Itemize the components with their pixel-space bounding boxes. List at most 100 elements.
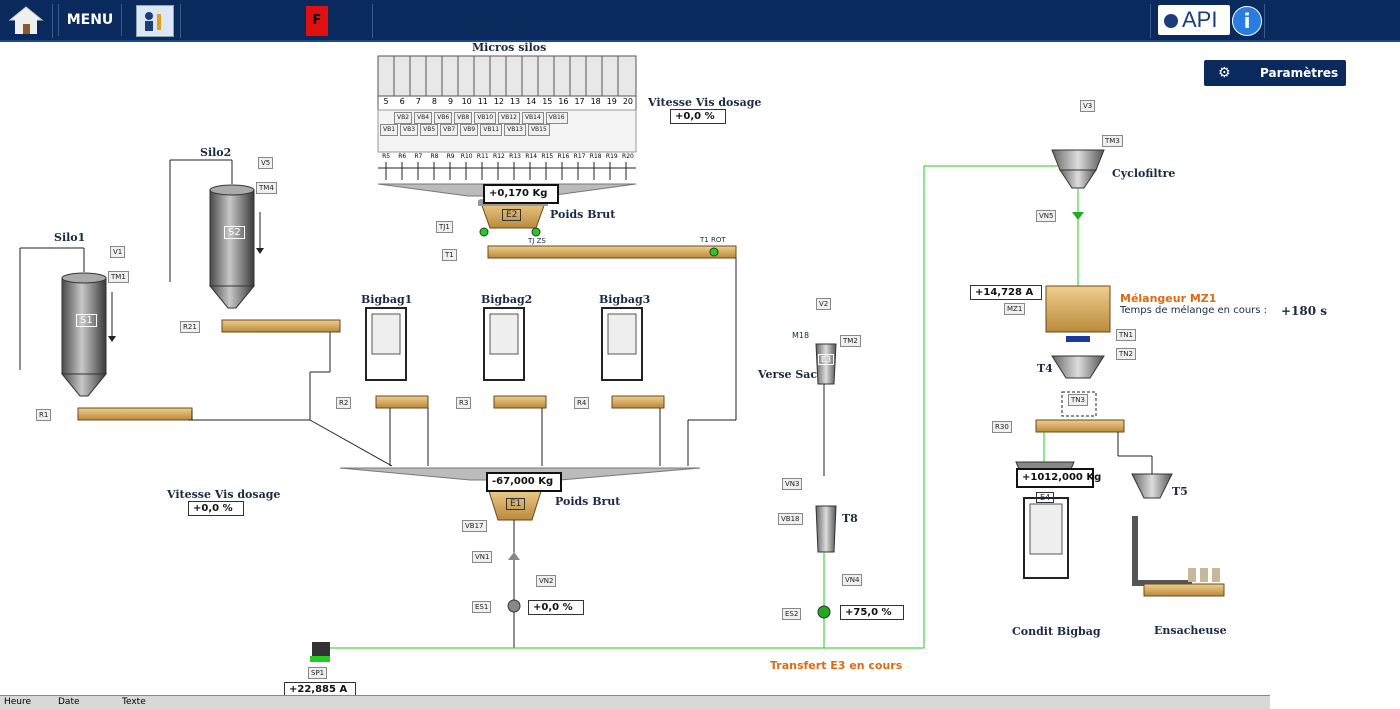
silo-number: 14	[526, 97, 537, 106]
v2-tag[interactable]: V2	[816, 298, 832, 310]
r-label: R15	[541, 153, 554, 160]
r-label: R19	[605, 153, 618, 160]
vn4-tag[interactable]: VN4	[842, 574, 863, 586]
parameters-button[interactable]: ⚙ Paramètres	[1204, 60, 1346, 86]
vb3-tag[interactable]: VB3	[400, 124, 419, 136]
tm3-tag[interactable]: TM3	[1102, 135, 1123, 147]
speed-top-value[interactable]: +0,0 %	[670, 109, 726, 124]
silo-number: 19	[606, 97, 617, 106]
micro-silo-r-row: R5 R6 R7 R8 R9 R10 R11 R12 R13 R14 R15 R…	[378, 153, 636, 160]
silo-number: 18	[590, 97, 601, 106]
r-label: R7	[414, 153, 423, 160]
silo-number: 8	[431, 97, 437, 106]
speed-bottom-label: Vitesse Vis dosage	[167, 488, 281, 501]
silo-number: 12	[493, 97, 505, 106]
vb1-tag[interactable]: VB1	[380, 124, 399, 136]
gears-icon: ⚙	[1218, 65, 1231, 81]
e2-weight-display: +0,170 Kg	[483, 184, 559, 204]
r4-tag[interactable]: R4	[574, 397, 590, 409]
vb10-tag[interactable]: VB10	[474, 112, 497, 124]
vb14-tag[interactable]: VB14	[521, 112, 544, 124]
r-label: R11	[476, 153, 489, 160]
micro-silo-numbers: 5 6 7 8 9 10 11 12 13 14 15 16 17 18 19 …	[378, 97, 636, 109]
vn5-tag[interactable]: VN5	[1036, 210, 1057, 222]
r30-tag[interactable]: R30	[992, 421, 1012, 433]
e1-weight-display: -67,000 Kg	[486, 472, 562, 492]
mz1-tag[interactable]: MZ1	[1004, 303, 1026, 315]
fault-alarm-button[interactable]: F	[306, 6, 328, 36]
vb15-tag[interactable]: VB15	[527, 124, 550, 136]
vn2-tag[interactable]: VN2	[536, 575, 557, 587]
e2-hopper-group	[478, 199, 737, 466]
home-button[interactable]	[6, 4, 46, 36]
r1-tag[interactable]: R1	[36, 409, 52, 421]
t1-tag[interactable]: T1	[442, 249, 457, 261]
e2-poids-brut-label: Poids Brut	[550, 208, 616, 221]
vb2-tag[interactable]: VB2	[394, 112, 413, 124]
m18-label: M18	[792, 331, 810, 340]
top-navigation-bar: MENU F API i	[0, 0, 1400, 42]
r21-tag[interactable]: R21	[180, 321, 200, 333]
silo-number: 11	[477, 97, 488, 106]
vb6-tag[interactable]: VB6	[434, 112, 453, 124]
silo-number: 16	[558, 97, 569, 106]
silo-number: 7	[415, 97, 421, 106]
silo-number: 20	[622, 97, 634, 106]
tm2-tag[interactable]: TM2	[840, 335, 861, 347]
vb18-tag[interactable]: VB18	[778, 513, 803, 525]
mixer-current: +14,728 A	[970, 285, 1042, 300]
transfer-line	[310, 165, 1060, 662]
info-button[interactable]: i	[1232, 6, 1262, 36]
r-label: R12	[493, 153, 505, 160]
v1-tag[interactable]: V1	[110, 246, 126, 258]
speed-bottom-value[interactable]: +0,0 %	[188, 501, 244, 516]
cyclofiltre-title: Cyclofiltre	[1112, 167, 1176, 180]
silo1-group	[19, 247, 393, 467]
ensacheuse-title: Ensacheuse	[1154, 624, 1227, 637]
silo-number: 9	[448, 97, 454, 106]
r-label: R9	[446, 153, 455, 160]
v3-tag[interactable]: V3	[1080, 100, 1096, 112]
es1-value[interactable]: +0,0 %	[528, 600, 584, 615]
vn1-tag[interactable]: VN1	[472, 551, 493, 563]
vn3-tag[interactable]: VN3	[782, 478, 803, 490]
silo-number: 17	[574, 97, 585, 106]
r-label: R5	[382, 153, 391, 160]
operator-info-button[interactable]	[136, 5, 174, 37]
tm1-tag[interactable]: TM1	[108, 271, 129, 283]
bigbag1-title: Bigbag1	[361, 293, 413, 306]
vb8-tag[interactable]: VB8	[454, 112, 473, 124]
micro-silo-vb-bottom-row: VB1 VB3 VB5 VB7 VB9 VB11 VB13 VB15	[380, 124, 630, 136]
statusbar-date: Date	[58, 697, 80, 707]
menu-button[interactable]: MENU	[58, 4, 122, 36]
sp1-tag[interactable]: SP1	[308, 667, 328, 679]
vb11-tag[interactable]: VB11	[480, 124, 503, 136]
es2-tag[interactable]: ES2	[782, 608, 802, 620]
vb7-tag[interactable]: VB7	[440, 124, 459, 136]
vb17-tag[interactable]: VB17	[462, 520, 487, 532]
alarm-status-bar[interactable]: Heure Date Texte	[0, 695, 1270, 709]
r3-tag[interactable]: R3	[456, 397, 472, 409]
silo-number: 15	[542, 97, 553, 106]
v5-tag[interactable]: V5	[258, 157, 274, 169]
tn3-tag[interactable]: TN3	[1068, 394, 1088, 406]
es1-tag[interactable]: ES1	[472, 601, 492, 613]
vb16-tag[interactable]: VB16	[545, 112, 568, 124]
api-logo: API	[1158, 5, 1230, 35]
r-label: R14	[525, 153, 538, 160]
r2-tag[interactable]: R2	[336, 397, 352, 409]
parameters-label: Paramètres	[1260, 66, 1339, 80]
vb12-tag[interactable]: VB12	[498, 112, 520, 124]
vb13-tag[interactable]: VB13	[504, 124, 526, 136]
verse-sac-title: Verse Sac	[758, 368, 818, 381]
verse-sac-group	[815, 343, 837, 648]
tn1-tag[interactable]: TN1	[1116, 329, 1136, 341]
tj1-tag[interactable]: TJ1	[436, 221, 453, 233]
tm4-tag[interactable]: TM4	[256, 182, 277, 194]
tn2-tag[interactable]: TN2	[1116, 348, 1136, 360]
vb5-tag[interactable]: VB5	[420, 124, 439, 136]
t5-label: T5	[1172, 485, 1188, 498]
es2-value[interactable]: +75,0 %	[840, 605, 904, 620]
vb9-tag[interactable]: VB9	[460, 124, 479, 136]
vb4-tag[interactable]: VB4	[414, 112, 433, 124]
